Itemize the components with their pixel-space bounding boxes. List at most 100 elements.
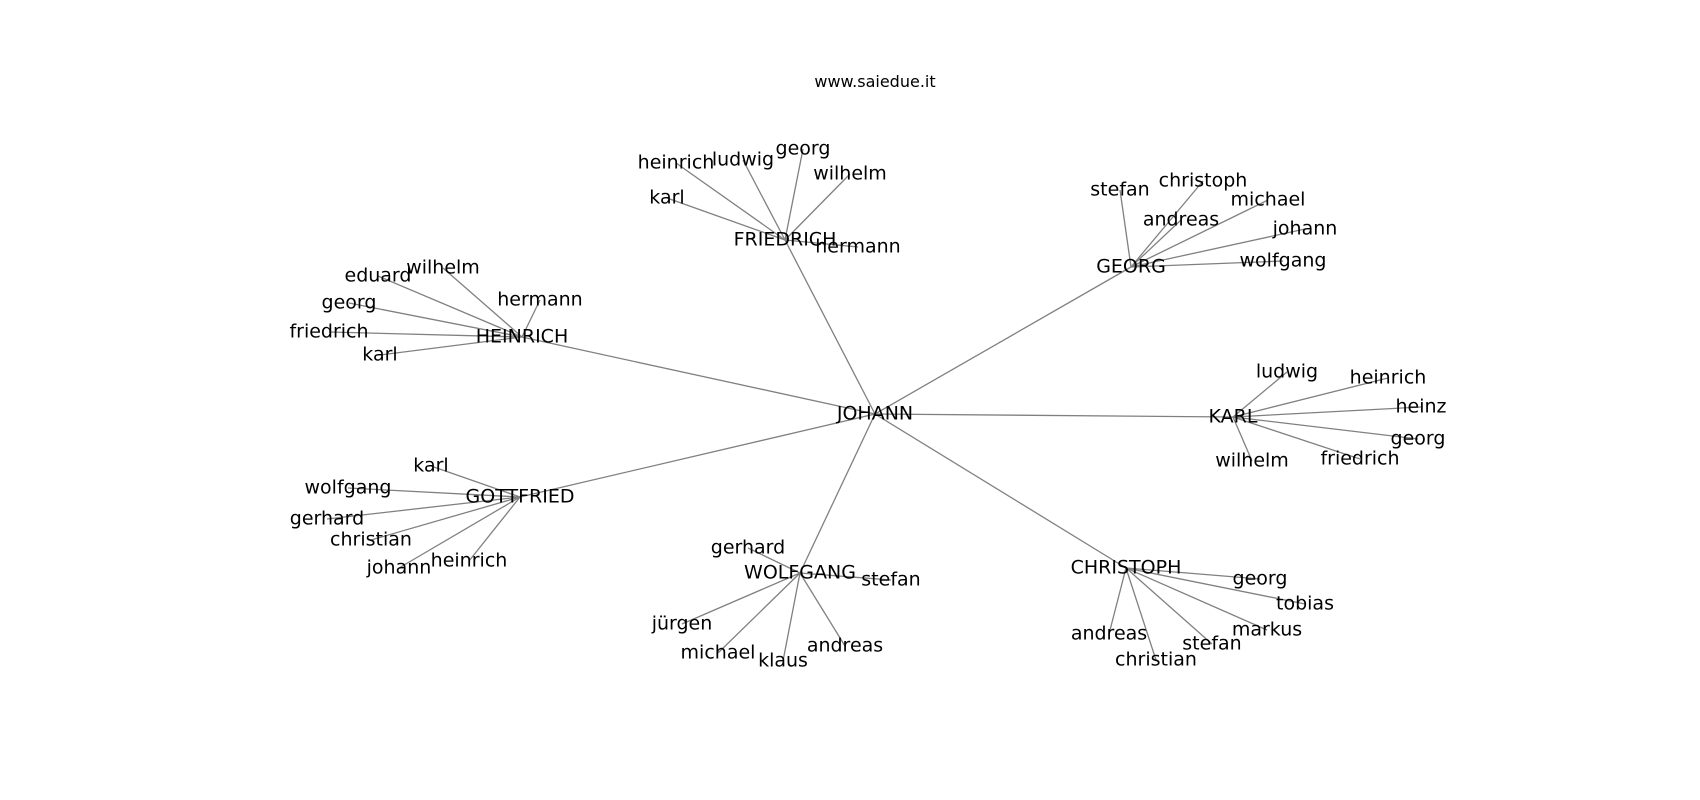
edges-layer — [326, 148, 1422, 662]
leaf-node-georg-0: stefan — [1090, 179, 1149, 201]
leaf-node-wolfgang-0: gerhard — [711, 537, 785, 559]
hub-node-gottfried: GOTTFRIED — [466, 486, 575, 508]
edge-karl-georg — [1232, 416, 1419, 440]
edge-christoph-christian — [1125, 567, 1157, 661]
leaf-node-christoph-5: andreas — [1071, 623, 1147, 645]
edge-christoph-stefan — [1125, 567, 1213, 645]
leaf-node-wolfgang-5: andreas — [807, 635, 883, 657]
leaf-node-friedrich-5: hermann — [815, 236, 900, 258]
edge-georg-johann — [1130, 228, 1306, 268]
leaf-node-wolfgang-4: klaus — [758, 650, 808, 672]
leaf-node-heinrich-1: wilhelm — [406, 257, 480, 279]
leaf-node-heinrich-5: karl — [362, 344, 397, 366]
leaf-node-wolfgang-1: stefan — [861, 569, 920, 591]
edge-christoph-andreas — [1108, 567, 1127, 635]
edge-gottfried-gerhard — [326, 496, 521, 520]
edge-heinrich-friedrich — [328, 331, 523, 338]
edge-georg-wolfgang — [1130, 260, 1284, 268]
edge-georg-andreas — [1130, 219, 1182, 268]
hub-node-heinrich: HEINRICH — [476, 326, 568, 348]
edge-johann-heinrich — [521, 336, 876, 415]
edge-johann-georg — [874, 266, 1132, 415]
hub-node-wolfgang: WOLFGANG — [744, 562, 856, 584]
edge-georg-christoph — [1130, 180, 1204, 268]
leaf-node-friedrich-3: georg — [776, 138, 831, 160]
leaf-node-friedrich-4: wilhelm — [813, 163, 887, 185]
leaf-node-heinrich-4: friedrich — [289, 321, 368, 343]
edge-wolfgang-michael — [717, 572, 801, 654]
edge-georg-michael — [1130, 199, 1269, 268]
edge-christoph-markus — [1125, 567, 1268, 631]
edge-georg-stefan — [1119, 189, 1132, 268]
edge-wolfgang-gerhard — [747, 547, 801, 574]
edge-friedrich-wilhelm — [784, 173, 851, 241]
leaf-node-karl-2: heinz — [1395, 396, 1446, 418]
edge-heinrich-wilhelm — [442, 267, 523, 338]
hub-node-georg: GEORG — [1096, 256, 1166, 278]
leaf-node-wolfgang-2: jürgen — [651, 613, 713, 635]
edge-heinrich-georg — [348, 302, 523, 338]
edge-johann-friedrich — [784, 239, 876, 415]
leaf-node-georg-4: johann — [1272, 218, 1338, 240]
edge-heinrich-hermann — [521, 299, 541, 338]
edge-karl-friedrich — [1232, 416, 1361, 460]
leaf-node-wolfgang-3: michael — [681, 642, 756, 664]
leaf-node-gottfried-3: christian — [330, 529, 412, 551]
leaf-node-gottfried-1: wolfgang — [305, 477, 392, 499]
edge-karl-wilhelm — [1232, 416, 1253, 462]
page-title: www.saiedue.it — [814, 72, 936, 91]
leaf-node-gottfried-0: karl — [413, 455, 448, 477]
edge-johann-gottfried — [519, 413, 876, 498]
edge-wolfgang-andreas — [799, 572, 846, 647]
leaf-node-christoph-2: markus — [1232, 619, 1302, 641]
leaf-node-georg-1: christoph — [1159, 170, 1248, 192]
center-node-label: JOHANN — [836, 403, 913, 425]
edge-johann-wolfgang — [799, 413, 876, 574]
edge-christoph-georg — [1125, 567, 1261, 580]
edge-friedrich-heinrich — [675, 162, 786, 241]
edge-heinrich-eduard — [377, 275, 523, 338]
edge-karl-heinrich — [1232, 377, 1389, 418]
leaf-node-georg-5: wolfgang — [1240, 250, 1327, 272]
edge-gottfried-karl — [430, 465, 521, 498]
edge-karl-heinz — [1232, 406, 1422, 418]
edge-wolfgang-klaus — [782, 572, 801, 662]
leaf-node-christoph-1: tobias — [1276, 593, 1334, 615]
edge-friedrich-georg — [784, 148, 804, 241]
leaf-node-christoph-0: georg — [1233, 568, 1288, 590]
edge-friedrich-karl — [666, 197, 786, 241]
edge-gottfried-johann — [398, 496, 521, 569]
leaf-node-gottfried-4: johann — [366, 557, 432, 579]
edge-wolfgang-stefan — [799, 572, 892, 581]
hub-node-karl: KARL — [1209, 406, 1258, 428]
edge-johann-karl — [874, 413, 1234, 418]
leaf-node-heinrich-2: hermann — [497, 289, 582, 311]
edge-wolfgang-jürgen — [681, 572, 801, 625]
edge-gottfried-wolfgang — [347, 487, 521, 498]
edge-gottfried-heinrich — [468, 496, 521, 562]
leaf-node-karl-0: ludwig — [1256, 361, 1318, 383]
hub-node-friedrich: FRIEDRICH — [734, 229, 837, 251]
leaf-node-georg-2: michael — [1231, 189, 1306, 211]
edge-johann-christoph — [874, 413, 1127, 569]
leaf-node-friedrich-0: karl — [649, 187, 684, 209]
leaf-node-karl-3: georg — [1391, 428, 1446, 450]
leaf-node-karl-1: heinrich — [1350, 367, 1427, 389]
leaf-node-christoph-4: christian — [1115, 649, 1197, 671]
edge-karl-ludwig — [1232, 371, 1288, 418]
leaf-node-georg-3: andreas — [1143, 209, 1219, 231]
leaf-node-friedrich-2: ludwig — [712, 149, 774, 171]
leaf-node-karl-5: wilhelm — [1215, 450, 1289, 472]
leaf-node-karl-4: friedrich — [1320, 448, 1399, 470]
edge-friedrich-ludwig — [742, 159, 786, 241]
edge-gottfried-christian — [370, 496, 521, 541]
leaf-node-friedrich-1: heinrich — [638, 152, 715, 174]
leaf-node-gottfried-5: heinrich — [431, 550, 508, 572]
leaf-node-heinrich-0: eduard — [345, 265, 412, 287]
leaf-node-christoph-3: stefan — [1182, 633, 1241, 655]
edge-christoph-tobias — [1125, 567, 1306, 605]
edge-friedrich-hermann — [784, 239, 859, 248]
